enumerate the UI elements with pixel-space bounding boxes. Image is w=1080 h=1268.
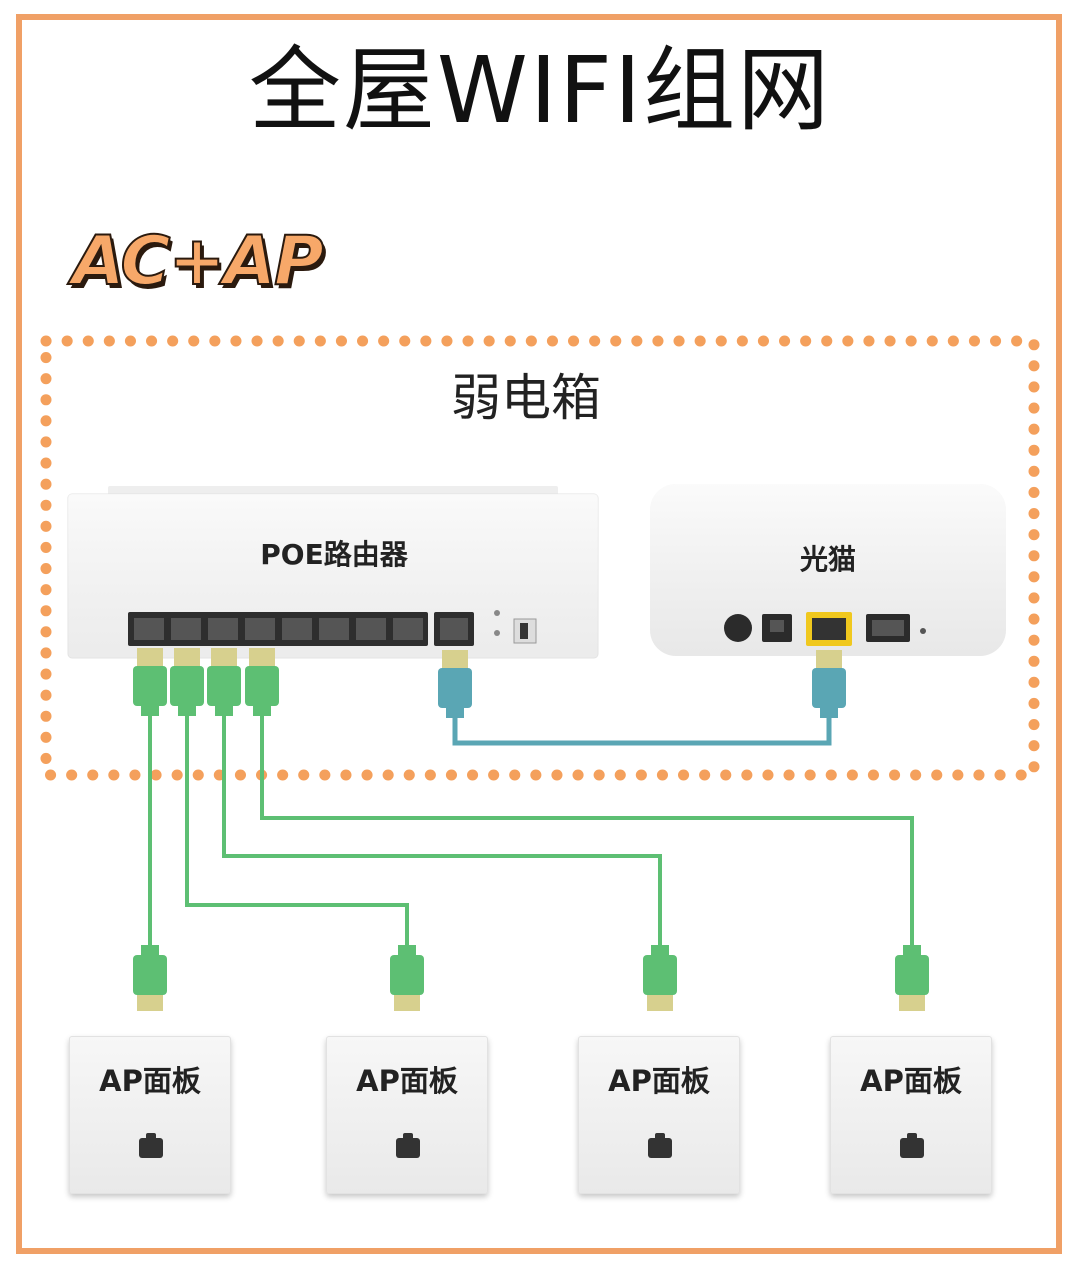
modem-label: 光猫: [799, 543, 856, 576]
ap-panel-1: AP面板: [69, 1036, 231, 1194]
ap-panel-label: AP面板: [356, 1064, 458, 1098]
ap-panel-label: AP面板: [99, 1064, 201, 1098]
blue-cable: [452, 708, 832, 746]
router-green-plugs: [133, 648, 279, 716]
cabinet-border: [40, 335, 1040, 781]
cabinet-label: 弱电箱: [451, 369, 601, 427]
page-title: 全屋WIFI组网: [248, 37, 832, 144]
ethernet-port-icon: [648, 1133, 672, 1158]
ethernet-port-icon: [396, 1133, 420, 1158]
cable-ap4: [260, 705, 914, 950]
ap-panel-2: AP面板: [326, 1036, 488, 1194]
green-cables: [148, 705, 914, 950]
mode-label: AC+AP: [71, 221, 325, 302]
ap-panel-label: AP面板: [860, 1064, 962, 1098]
cable-ap3: [222, 705, 662, 950]
blue-plugs: [438, 650, 846, 718]
poe-router: [67, 486, 599, 659]
optical-modem: [650, 484, 1006, 656]
ap-panel-label: AP面板: [608, 1064, 710, 1098]
ethernet-port-icon: [900, 1133, 924, 1158]
cable-ap2: [185, 705, 409, 950]
ethernet-port-icon: [139, 1133, 163, 1158]
ap-panel-3: AP面板: [578, 1036, 740, 1194]
ap-green-plugs: [133, 945, 929, 1011]
ap-panel-4: AP面板: [830, 1036, 992, 1194]
outer-frame: [16, 14, 1062, 1254]
router-label: POE路由器: [260, 538, 408, 571]
